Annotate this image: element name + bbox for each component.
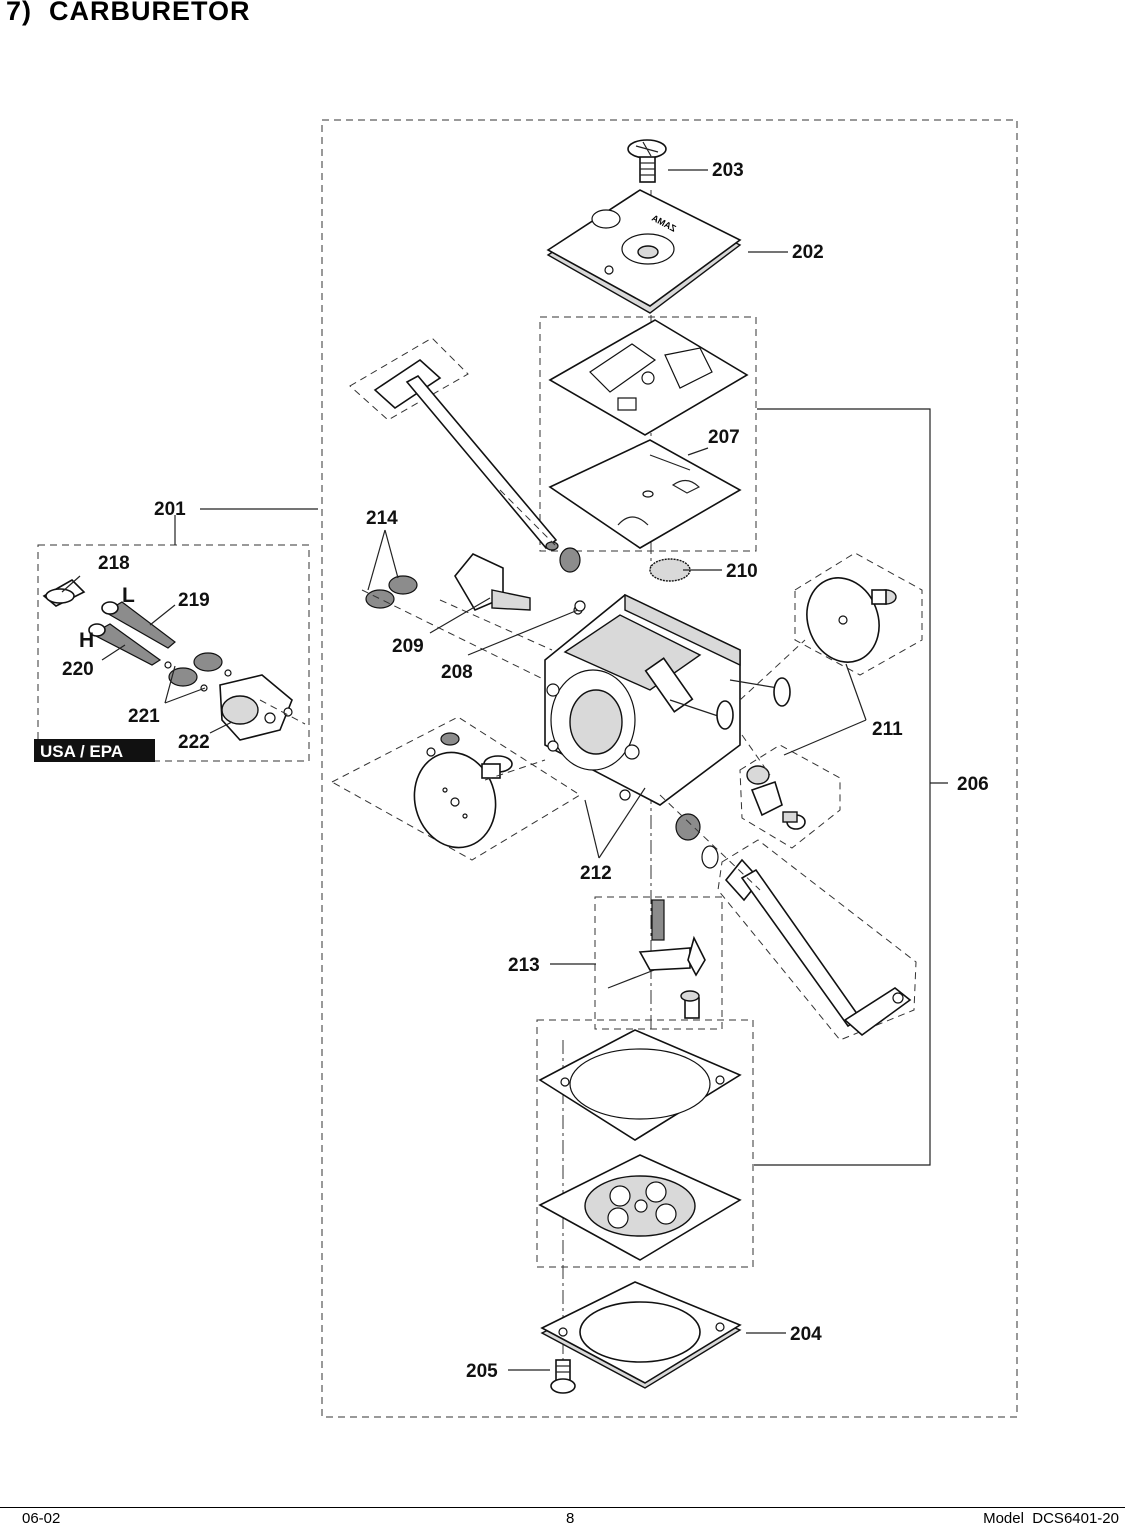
callout-220: 220 — [62, 659, 94, 680]
springs-214 — [365, 575, 418, 609]
throttle-disc-211 — [806, 577, 897, 663]
kit-boundary-213 — [594, 896, 723, 1030]
choke-shaft — [373, 358, 559, 551]
shaft-spring — [559, 547, 581, 573]
check-ball-208 — [574, 600, 586, 612]
bottom-cover-204 — [540, 1281, 742, 1389]
callout-210: 210 — [726, 561, 758, 582]
callout-222: 222 — [178, 732, 210, 753]
springs-221 — [164, 652, 232, 692]
carburetor-body — [544, 593, 791, 806]
metering-plate-207 — [548, 439, 742, 549]
callout-211: 211 — [872, 719, 903, 740]
kit-boundary-shaft-lower — [717, 839, 917, 1041]
inlet-fitting-209 — [454, 553, 531, 612]
bracket-206 — [754, 408, 931, 1166]
callout-202: 202 — [792, 242, 824, 263]
inlet-needle-assembly-213 — [607, 899, 706, 1019]
needle-kit-boundary — [37, 544, 310, 762]
cover-202: ZAMA — [546, 189, 742, 314]
screw-205 — [550, 1359, 576, 1394]
throttle-shaft — [724, 858, 912, 1037]
kit-boundary-shaft-upper — [349, 337, 469, 421]
limiter-cap-218 — [42, 579, 86, 607]
callout-204: 204 — [790, 1324, 822, 1345]
gasket — [538, 1029, 742, 1141]
footer-date: 06-02 — [22, 1510, 61, 1527]
callout-212: 212 — [580, 863, 612, 884]
callout-209: 209 — [392, 636, 424, 657]
footer-page-number: 8 — [566, 1510, 575, 1527]
page-title: 7) CARBURETOR — [6, 0, 251, 26]
choke-disc-212 — [413, 732, 513, 849]
usa-epa-badge-label: USA / EPA — [40, 742, 123, 761]
needle-219 — [101, 601, 176, 649]
kit-boundary-lower — [536, 1019, 754, 1268]
throttle-spring — [675, 813, 719, 869]
limiter-222 — [219, 674, 293, 741]
needle-label-low: L — [122, 584, 135, 607]
callout-201: 201 — [154, 499, 186, 520]
callout-205: 205 — [466, 1361, 498, 1382]
footer-model: Model DCS6401-20 — [983, 1510, 1119, 1527]
needle-220 — [88, 623, 162, 666]
callout-221: 221 — [128, 706, 160, 727]
callout-219: 219 — [178, 590, 210, 611]
callout-203: 203 — [712, 160, 744, 181]
kit-boundary-211-upper — [794, 552, 923, 676]
screw-203 — [627, 139, 667, 183]
callout-206: 206 — [957, 774, 989, 795]
metering-diaphragm — [538, 1154, 742, 1261]
swivel-211 — [746, 765, 806, 830]
gasket-207 — [548, 319, 749, 436]
kit-boundary-211-lower — [739, 744, 841, 849]
callout-207: 207 — [708, 427, 740, 448]
kit-boundary-207 — [539, 316, 757, 552]
usa-epa-badge — [34, 739, 155, 762]
callout-214: 214 — [366, 508, 398, 529]
callout-213: 213 — [508, 955, 540, 976]
footer-rule — [0, 1507, 1125, 1508]
callout-218: 218 — [98, 553, 130, 574]
callout-208: 208 — [441, 662, 473, 683]
needle-label-high: H — [79, 629, 94, 652]
